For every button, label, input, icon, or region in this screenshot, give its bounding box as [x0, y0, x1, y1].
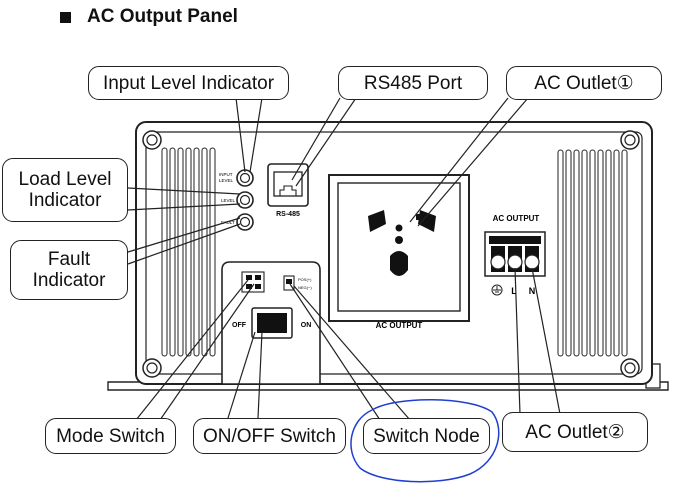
leader-line	[159, 283, 255, 421]
leader-line	[417, 97, 529, 227]
leader-line	[135, 279, 249, 421]
universal-socket-icon	[368, 210, 436, 276]
leader-lines	[127, 97, 561, 421]
screw-icon	[142, 358, 162, 378]
callout-mode-switch: Mode Switch	[45, 418, 176, 454]
terminal-screw-icon	[490, 254, 506, 270]
callout-text-line1: Fault	[47, 249, 91, 270]
callout-text: Input Level Indicator	[102, 72, 275, 94]
callout-load-level-indicator: Load Level Indicator	[2, 158, 128, 222]
leader-line	[289, 283, 381, 421]
switch-node-knob	[286, 279, 292, 284]
node-pos-label: POS(+)	[298, 277, 312, 282]
socket-face	[337, 182, 461, 312]
switch-on-label: ON	[301, 322, 312, 329]
leader-line	[531, 267, 561, 415]
terminal-l-label: L	[511, 286, 517, 296]
socket-caption: AC OUTPUT	[376, 321, 423, 330]
vent-slot	[177, 147, 184, 357]
mode-switch-dip	[246, 284, 252, 289]
terminal-top-strip	[489, 236, 541, 244]
leader-line	[127, 187, 241, 195]
leader-line	[127, 203, 241, 211]
callout-input-level-indicator: Input Level Indicator	[88, 66, 289, 100]
callout-on-off-switch: ON/OFF Switch	[193, 418, 346, 454]
leader-line	[291, 97, 341, 181]
vent-slot	[613, 149, 620, 357]
fault-label: FAULT	[221, 220, 235, 225]
screw-icon	[620, 130, 640, 150]
callout-text: ON/OFF Switch	[202, 425, 336, 447]
mode-switch-dip	[246, 275, 252, 280]
node-neg-label: NEG(−)	[298, 285, 312, 290]
leader-line	[409, 97, 509, 223]
vent-slot	[169, 147, 176, 357]
highlight-circle	[350, 399, 500, 483]
leader-line	[127, 223, 241, 265]
leader-line	[127, 217, 241, 253]
panel-inner-border	[145, 131, 643, 375]
vent-slot	[193, 147, 200, 357]
square-bullet-icon	[60, 11, 71, 23]
callout-fault-indicator: Fault Indicator	[10, 240, 128, 300]
leader-line	[249, 97, 263, 173]
leader-line	[235, 97, 246, 173]
vent-slot	[621, 149, 628, 357]
left-vent-grille	[161, 147, 216, 357]
leader-line	[514, 267, 521, 415]
callout-text: Mode Switch	[56, 425, 165, 447]
terminal-n-label: N	[529, 286, 536, 296]
vent-slot	[565, 149, 572, 357]
vent-slot	[605, 149, 612, 357]
callout-text-line2: Indicator	[32, 270, 106, 291]
load-level-label: LEVEL	[221, 198, 236, 203]
callout-ac-outlet-1: AC Outlet①	[506, 66, 662, 100]
input-level-label: LEVEL	[219, 178, 234, 183]
on-off-rocker	[257, 313, 287, 333]
leader-line	[227, 331, 256, 419]
callout-text: RS485 Port	[363, 72, 463, 94]
right-vent-grille	[557, 149, 628, 357]
vent-slot	[557, 149, 564, 357]
terminal-screw-icon	[507, 254, 523, 270]
vent-slot	[597, 149, 604, 357]
vent-slot	[185, 147, 192, 357]
callout-ac-outlet-2: AC Outlet②	[502, 412, 648, 452]
leader-line	[293, 285, 411, 421]
callout-text: AC Outlet②	[525, 421, 625, 443]
terminal-caption: AC OUTPUT	[493, 214, 540, 223]
callout-text-line1: Load Level	[18, 169, 112, 190]
vent-slot	[581, 149, 588, 357]
vent-slot	[573, 149, 580, 357]
callout-text: AC Outlet①	[534, 72, 634, 94]
screw-icon	[620, 358, 640, 378]
mode-switch-dip	[255, 275, 261, 280]
screw-icon	[142, 130, 162, 150]
vent-slot	[589, 149, 596, 357]
leader-line	[295, 97, 357, 187]
callout-text: Switch Node	[373, 425, 480, 447]
vent-slot	[209, 147, 216, 357]
input-level-label: INPUT	[219, 172, 233, 177]
ground-icon	[491, 284, 503, 296]
mode-switch-dip	[255, 284, 261, 289]
panel-heading: AC Output Panel	[60, 4, 238, 30]
terminal-screw-icon	[524, 254, 540, 270]
leader-line	[257, 331, 263, 419]
rs485-label: RS-485	[276, 211, 300, 218]
led-indicator-icon	[236, 191, 254, 209]
callout-switch-node: Switch Node	[363, 418, 490, 454]
led-indicator-icon	[236, 169, 254, 187]
vent-slot	[201, 147, 208, 357]
callout-rs485-port: RS485 Port	[338, 66, 488, 100]
page-title: AC Output Panel	[87, 6, 238, 27]
callout-text-line2: Indicator	[28, 190, 102, 211]
switch-off-label: OFF	[232, 322, 247, 329]
led-indicator-icon	[236, 213, 254, 231]
rs485-jack-latch	[279, 185, 297, 196]
